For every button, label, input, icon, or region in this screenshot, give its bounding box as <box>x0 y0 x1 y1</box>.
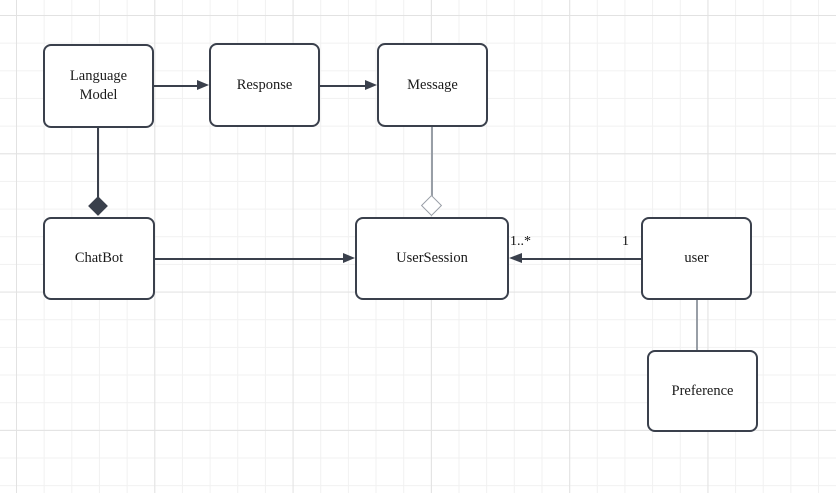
class-node-label: Message <box>407 76 458 93</box>
edge-language-model-to-chatbot[interactable] <box>97 128 99 197</box>
edge-chatbot-to-usersession[interactable] <box>155 258 344 260</box>
composition-diamond-icon <box>88 196 108 216</box>
arrowhead-icon <box>197 80 209 90</box>
class-node-label: UserSession <box>396 250 468 267</box>
multiplicity-label-usersession: 1..* <box>510 234 531 249</box>
class-node-label: Language Model <box>69 68 128 103</box>
class-node-chatbot[interactable]: ChatBot <box>43 217 155 300</box>
aggregation-diamond-icon <box>420 194 443 217</box>
class-node-label: ChatBot <box>74 250 124 267</box>
arrowhead-icon <box>365 80 377 90</box>
class-node-response[interactable]: Response <box>209 43 320 127</box>
arrowhead-icon <box>509 253 522 263</box>
arrowhead-icon <box>343 253 355 263</box>
edge-user-to-usersession[interactable] <box>521 258 641 260</box>
edge-message-to-usersession[interactable] <box>430 127 433 197</box>
class-node-label: Preference <box>671 382 734 399</box>
class-node-user-session[interactable]: UserSession <box>355 217 509 300</box>
edge-response-to-message[interactable] <box>320 85 366 87</box>
class-node-label: Response <box>236 76 293 93</box>
class-node-user[interactable]: user <box>641 217 752 300</box>
class-node-preference[interactable]: Preference <box>647 350 758 432</box>
edge-language-model-to-response[interactable] <box>154 85 198 87</box>
class-node-label: user <box>684 250 709 267</box>
class-node-language-model[interactable]: Language Model <box>43 44 154 128</box>
multiplicity-label-user: 1 <box>622 234 629 249</box>
edge-user-to-preference[interactable] <box>695 300 698 350</box>
class-node-message[interactable]: Message <box>377 43 488 127</box>
